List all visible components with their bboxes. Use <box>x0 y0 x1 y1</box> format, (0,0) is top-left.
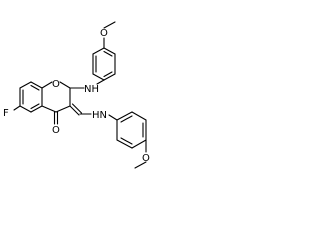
carbonyl-group <box>53 111 59 125</box>
benzo-ring <box>19 81 43 113</box>
structure-canvas: F O O NH HN O O <box>0 0 181 207</box>
upper-aryl-ring <box>92 47 116 81</box>
fluorine-bond <box>13 105 21 111</box>
amine-top-aryl-bond <box>96 79 105 85</box>
carbonyl-oxygen-label: O <box>52 125 60 136</box>
methyl-top-bond <box>103 21 116 29</box>
methoxy-top-oxygen-label: O <box>100 28 108 39</box>
lower-aryl-ring <box>116 111 147 149</box>
amine-nh-bottom-label: HN <box>92 110 107 121</box>
fluorine-label: F <box>3 108 9 119</box>
amine-nh-top-label: NH <box>84 84 99 95</box>
exocyclic-double-bond <box>69 103 92 116</box>
methyl-bottom-bond <box>134 161 147 169</box>
pyranone-ring <box>41 81 71 113</box>
methoxy-bottom-oxygen-label: O <box>142 153 150 164</box>
ring-oxygen-label: O <box>52 79 60 90</box>
molecule-structure: F O O NH HN O O <box>3 21 150 169</box>
amine-bottom-aryl-bond <box>108 114 118 121</box>
